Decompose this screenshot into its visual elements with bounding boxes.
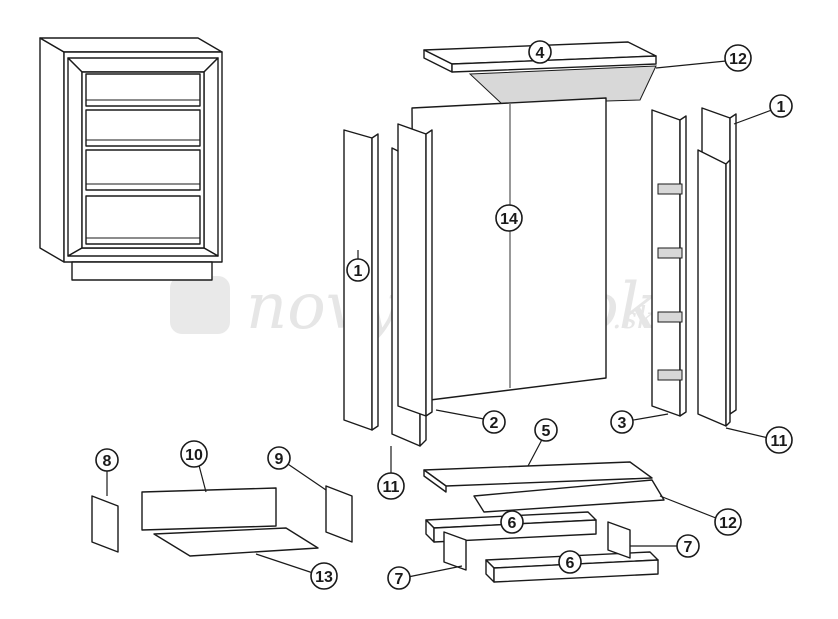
callout-9: 9 — [267, 446, 291, 470]
callout-5: 5 — [534, 418, 558, 442]
right-inner-panel — [651, 109, 687, 417]
callout-4: 4 — [528, 40, 552, 64]
callout-14: 14 — [495, 204, 523, 232]
svg-text:7: 7 — [395, 571, 404, 588]
callout-12-top: 12 — [724, 44, 752, 72]
top-rail — [468, 65, 657, 105]
shelf-row — [85, 73, 201, 245]
svg-text:6: 6 — [508, 515, 517, 532]
svg-text:12: 12 — [729, 51, 747, 68]
callout-7-right: 7 — [676, 534, 700, 558]
drawer-bottom — [153, 527, 319, 557]
svg-text:11: 11 — [771, 433, 788, 450]
svg-text:10: 10 — [185, 447, 203, 464]
callout-1-left: 1 — [346, 258, 370, 282]
svg-text:3: 3 — [618, 415, 627, 432]
plinth-side-right — [607, 521, 631, 559]
bottom-panel — [423, 461, 653, 493]
back-panel — [411, 97, 607, 401]
svg-text:1: 1 — [777, 99, 786, 116]
svg-text:7: 7 — [684, 539, 693, 556]
callout-13: 13 — [310, 562, 338, 590]
callout-11-right: 11 — [765, 426, 793, 454]
plinth-side-left — [443, 531, 467, 571]
svg-text:14: 14 — [500, 211, 518, 228]
svg-text:9: 9 — [275, 451, 284, 468]
watermark-domain: .sk — [612, 301, 655, 336]
drawer-side-right — [325, 485, 353, 543]
svg-text:13: 13 — [315, 569, 333, 586]
svg-text:1: 1 — [354, 263, 363, 280]
right-door — [697, 149, 731, 427]
drawer-side-left — [91, 495, 119, 553]
svg-text:5: 5 — [542, 423, 551, 440]
callout-3: 3 — [610, 410, 634, 434]
svg-text:11: 11 — [383, 479, 400, 496]
callout-2: 2 — [482, 410, 506, 434]
drawer-back — [141, 487, 277, 531]
left-inner-panel — [397, 123, 433, 417]
callout-11-left: 11 — [377, 472, 405, 500]
assembled-cabinet — [39, 37, 223, 281]
svg-text:2: 2 — [490, 415, 499, 432]
svg-text:6: 6 — [566, 555, 575, 572]
callout-7-left: 7 — [387, 566, 411, 590]
callout-6-top: 6 — [500, 510, 524, 534]
svg-text:4: 4 — [536, 45, 545, 62]
svg-text:12: 12 — [719, 515, 737, 532]
callout-6-bottom: 6 — [558, 550, 582, 574]
svg-text:8: 8 — [103, 453, 112, 470]
callout-1-right: 1 — [769, 94, 793, 118]
callout-10: 10 — [180, 440, 208, 468]
callout-12-bottom: 12 — [714, 508, 742, 536]
bottom-rail — [473, 479, 665, 513]
callout-8: 8 — [95, 448, 119, 472]
